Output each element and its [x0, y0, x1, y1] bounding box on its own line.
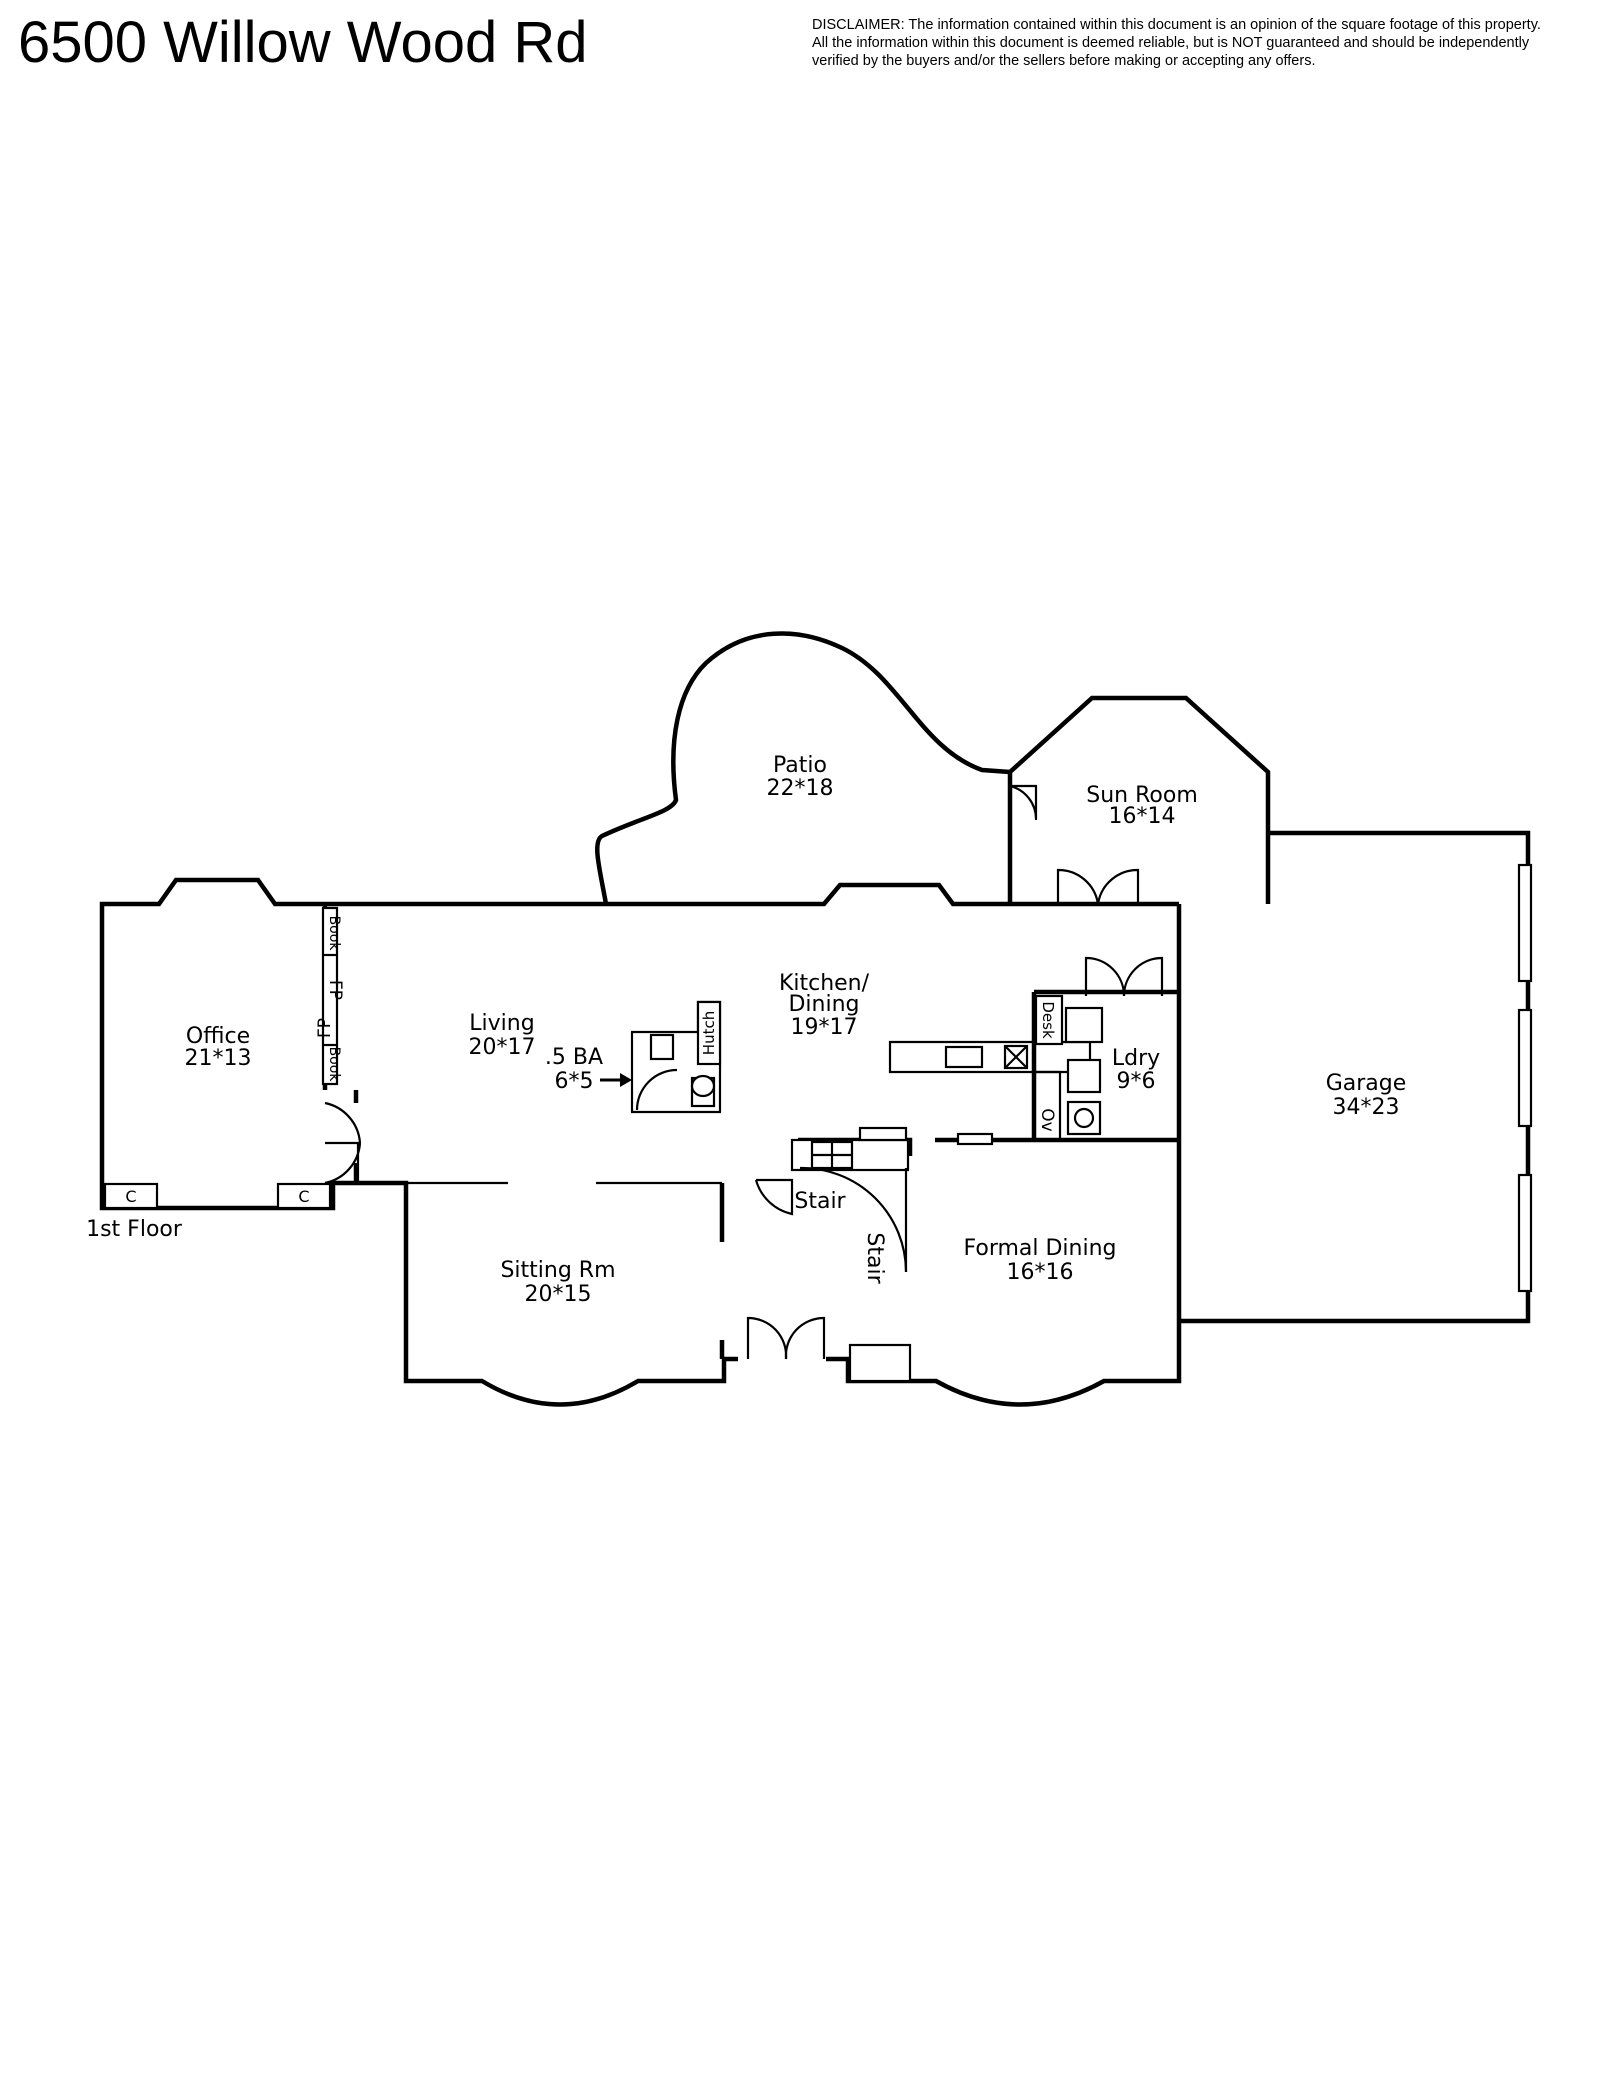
sitting-name: Sitting Rm	[500, 1258, 615, 1283]
office-size: 21*13	[185, 1046, 252, 1071]
disclaimer-text: DISCLAIMER: The information contained wi…	[812, 16, 1602, 70]
exterior-walls	[99, 631, 1531, 1407]
closet-label: C	[298, 1187, 309, 1206]
disclaimer-line: DISCLAIMER: The information contained wi…	[812, 17, 1541, 33]
book-label: Book	[326, 1047, 342, 1083]
oven-label: Ov	[1037, 1108, 1057, 1131]
sun-room-size: 16*14	[1109, 804, 1176, 829]
kitchen-name2: Dining	[788, 992, 859, 1017]
formal-dining-size: 16*16	[1007, 1260, 1074, 1285]
fixture-labels: Book FP FP Book C C Hutch Desk Ov Stair …	[125, 916, 1057, 1285]
book-label: Book	[326, 916, 342, 952]
sun-room-name: Sun Room	[1086, 783, 1198, 808]
room-labels: Patio 22*18 Sun Room 16*14 Office 21*13 …	[86, 753, 1406, 1307]
fireplace-label: FP	[315, 1018, 335, 1038]
closet-label: C	[125, 1187, 136, 1206]
laundry-size: 9*6	[1117, 1069, 1156, 1094]
living-size: 20*17	[469, 1035, 536, 1060]
disclaimer-line: All the information within this document…	[812, 35, 1530, 51]
fireplace-label: FP	[325, 980, 345, 1000]
disclaimer-line: verified by the buyers and/or the seller…	[812, 53, 1316, 69]
garage-size: 34*23	[1333, 1095, 1400, 1120]
patio-size: 22*18	[767, 776, 834, 801]
kitchen-size: 19*17	[791, 1015, 858, 1040]
hutch-label: Hutch	[700, 1011, 718, 1055]
doors	[324, 784, 1164, 1360]
office-name: Office	[186, 1024, 250, 1049]
floor-label: 1st Floor	[86, 1217, 183, 1242]
half-bath-size: 6*5	[555, 1069, 594, 1094]
patio-name: Patio	[773, 753, 827, 778]
fixtures	[103, 906, 1104, 1383]
garage-windows	[1517, 863, 1533, 1293]
kitchen-name: Kitchen/	[779, 971, 870, 996]
half-bath-name: .5 BA	[545, 1045, 603, 1070]
laundry-name: Ldry	[1112, 1046, 1160, 1071]
property-address: 6500 Willow Wood Rd	[18, 10, 588, 75]
formal-dining-name: Formal Dining	[963, 1236, 1116, 1261]
arrow-head-icon	[620, 1073, 632, 1087]
living-name: Living	[469, 1011, 534, 1036]
sitting-size: 20*15	[525, 1282, 592, 1307]
stair-label: Stair	[794, 1189, 846, 1214]
garage-name: Garage	[1326, 1071, 1407, 1096]
stair-label: Stair	[862, 1232, 887, 1284]
desk-label: Desk	[1039, 1001, 1057, 1039]
